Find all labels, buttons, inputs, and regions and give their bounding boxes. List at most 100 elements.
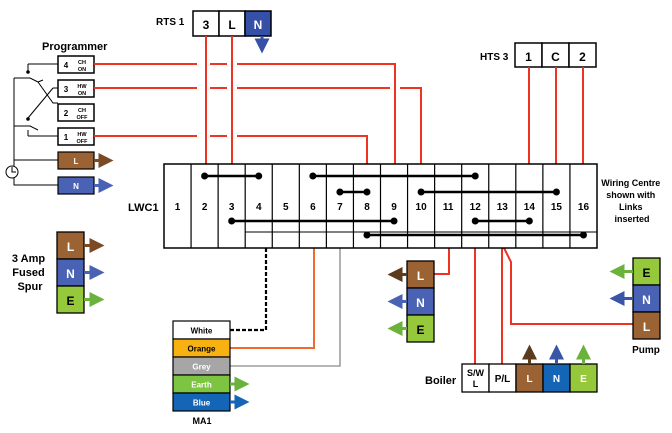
rts1-terminal-n: N [244, 10, 272, 37]
ma1-wire-earth: Earth [172, 374, 250, 394]
terminal-label: L [67, 240, 74, 254]
title-line: Spur [17, 281, 43, 293]
wire-13-to-pump [503, 247, 633, 325]
terminal-label: OFF [77, 115, 89, 121]
terminal-number: 1 [175, 202, 181, 213]
terminal-label: L [74, 157, 79, 166]
link-end [417, 188, 425, 196]
link-10-15 [417, 188, 560, 196]
terminal-label: L [526, 374, 532, 385]
terminal-label: White [191, 327, 213, 336]
lwc1-terminal-3: 3 [217, 164, 235, 248]
terminal-number: 7 [337, 202, 343, 213]
link-end [363, 188, 371, 196]
wire-11-to-l [434, 248, 450, 275]
link-end [201, 172, 209, 180]
terminal-number: 4 [64, 61, 69, 70]
wire-grey [230, 248, 341, 367]
terminal-number: 8 [364, 202, 370, 213]
terminal-number: 5 [283, 202, 289, 213]
terminal-number: 2 [64, 109, 69, 118]
terminal-number: 2 [202, 202, 208, 213]
link-6-12 [309, 172, 479, 180]
fused-spur: 3 Amp Fused Spur LNE [12, 231, 105, 314]
pump-terminal-e: E [609, 257, 661, 286]
terminal-number: 6 [310, 202, 316, 213]
link-end [471, 217, 479, 225]
ma1-wire-white: White [172, 320, 231, 340]
link-7-8 [336, 188, 371, 196]
terminal-number: 12 [470, 202, 482, 213]
terminal-number: 1 [64, 133, 69, 142]
terminal-label: L [228, 18, 235, 32]
terminal-label: P/L [495, 374, 511, 385]
terminal-number: 9 [391, 202, 397, 213]
terminal-number: 10 [416, 202, 428, 213]
ma1-wire-blue: Blue [172, 392, 250, 412]
terminal-label: E [416, 323, 424, 337]
terminal-box [406, 287, 435, 316]
lwc1-terminal-8: 8 [352, 164, 370, 248]
terminal-label: E [580, 374, 587, 385]
terminal-box [244, 10, 272, 37]
boiler-terminal-l: L [515, 344, 544, 393]
lne-terminal-l: L [387, 260, 435, 289]
terminal-box [406, 314, 435, 343]
hts3-title: HTS 3 [480, 52, 509, 63]
pump-title: Pump [632, 345, 660, 356]
wire-orange [230, 248, 315, 349]
lne-terminal-e: E [387, 314, 435, 343]
terminal-label: HW [77, 84, 87, 90]
terminal-label: N [73, 182, 79, 191]
terminal-box [632, 284, 661, 313]
note-line: Wiring Centre [601, 178, 660, 188]
terminal-number: 14 [524, 202, 536, 213]
lwc1-terminal-7: 7 [325, 164, 343, 248]
terminal-label: L [417, 269, 424, 283]
terminal-label: ON [78, 91, 86, 97]
ma1-wire-grey: Grey [172, 356, 231, 376]
boiler-terminal-sw: S/WL [461, 363, 490, 393]
terminal-label: 3 [203, 18, 210, 32]
terminal-number: 3 [229, 202, 235, 213]
link-end [255, 172, 263, 180]
terminal-label: 1 [525, 50, 532, 64]
programmer-switches [5, 63, 58, 186]
terminal-box [406, 260, 435, 289]
terminal-label: ON [78, 67, 86, 73]
link-end [336, 188, 344, 196]
programmer-title: Programmer [42, 41, 108, 53]
terminal-label: N [553, 374, 560, 385]
terminal-number: 3 [64, 85, 69, 94]
lwc1-terminal-4: 4 [244, 164, 262, 248]
rts1-terminal-3: 3 [192, 10, 220, 37]
terminal-number: 13 [497, 202, 509, 213]
spur-terminal-e: E [56, 285, 105, 314]
terminal-label: C [551, 50, 560, 64]
link-end [471, 172, 479, 180]
terminal-box [568, 42, 597, 68]
lwc1-terminal-5: 5 [271, 164, 289, 248]
pump: ENL Pump [609, 257, 661, 356]
terminal-box [632, 257, 661, 286]
note-line: Links [619, 202, 643, 212]
note-line: inserted [614, 214, 649, 224]
pump-terminal-l: L [632, 311, 661, 340]
top-wires [94, 36, 633, 367]
programmer-supply-n: N [57, 176, 114, 195]
terminal-label: L [643, 320, 650, 334]
link-end [228, 217, 236, 225]
terminal-number: 11 [443, 202, 454, 213]
link-2-4 [201, 172, 263, 180]
link-end [363, 231, 371, 239]
terminal-label: Earth [191, 381, 212, 390]
link-end [579, 231, 587, 239]
terminal-label: Blue [193, 399, 211, 408]
lwc1-terminal-1: 1 [175, 202, 181, 213]
wire-hw-on [94, 87, 422, 164]
terminal-label: S/W [467, 368, 485, 378]
